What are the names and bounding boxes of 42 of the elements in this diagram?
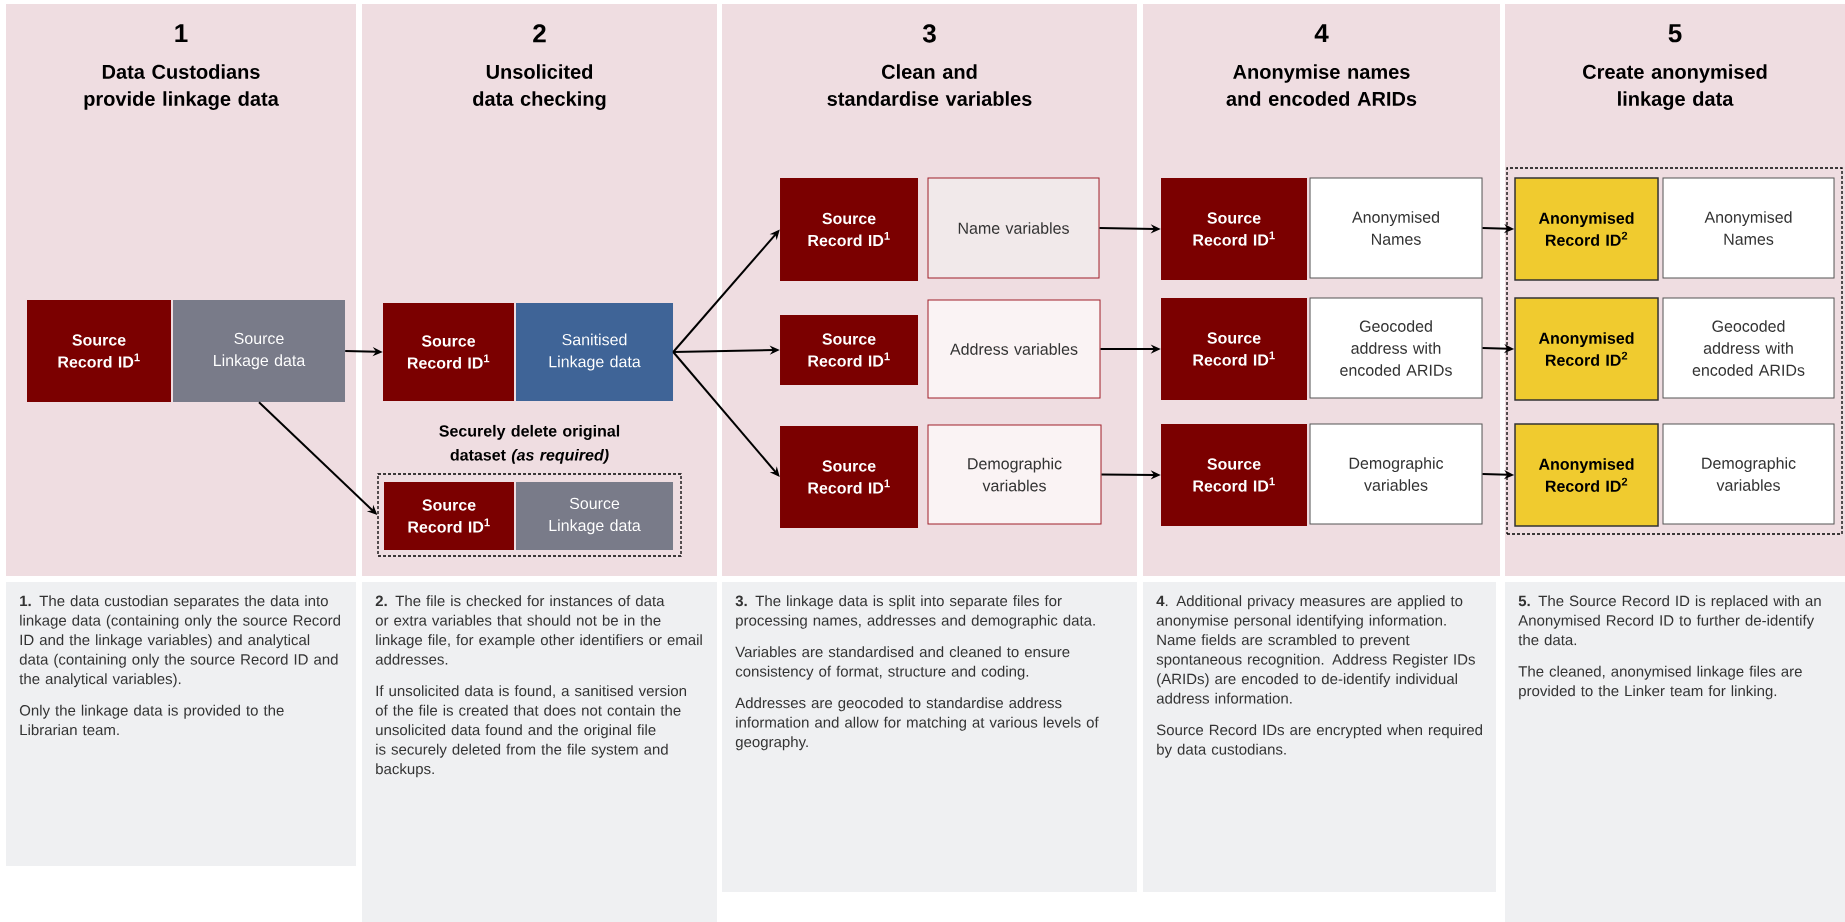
step-heading: Data Custodians provide linkage data xyxy=(84,64,279,110)
step-number: 2 xyxy=(533,24,546,43)
description-box: 4. Additional privacy measures are applied to anonymise personal identifying information. Name fields are scrambled to prevent spontaneous recognition. Address Register IDs (ARIDs) are encoded to de-identify individual address information. Source Record IDs are encrypted when required by data custodians. xyxy=(1143,582,1496,892)
description-box: 3. The linkage data is split into separate files for processing names, addresses and demographic data. Variables are standardised and cleaned to ensure consistency of format, structure and coding. Addresses are geocoded to standardise address information and allow for matching at various levels of geography. xyxy=(722,582,1137,892)
data-box: Source Linkage data xyxy=(516,482,673,550)
description-box: 5. The Source Record ID is replaced with an Anonymised Record ID to further de-identify the data. The cleaned, anonymised linkage files are provided to the Linker team for linking. xyxy=(1505,582,1845,922)
id-box: Source Record ID$^{1}$ xyxy=(384,482,514,550)
id-box: Source Record ID$^{1}$ xyxy=(1161,178,1307,280)
step-number: 4 xyxy=(1314,24,1329,43)
id-box: Anonymised Record ID$^{2}$ xyxy=(1514,297,1659,401)
data-box: Geocoded address with encoded ARIDs xyxy=(1662,297,1835,399)
group-heading: Securely delete original dataset (as required) xyxy=(439,424,620,464)
step-number: 5 xyxy=(1668,24,1682,43)
id-box: Source Record ID$^{1}$ xyxy=(1161,424,1307,526)
variables-box: Address variables xyxy=(927,299,1101,399)
data-box: Anonymised Names xyxy=(1309,177,1483,279)
data-box: Demographic variables xyxy=(1309,423,1483,525)
id-box: Anonymised Record ID$^{2}$ xyxy=(1514,177,1659,281)
arrow xyxy=(672,351,780,477)
step-heading: Anonymise names and encoded ARIDs xyxy=(1226,64,1417,106)
id-box: Source Record ID$^{1}$ xyxy=(780,178,918,281)
step-number: 3 xyxy=(922,24,936,43)
data-box: Anonymised Names xyxy=(1662,177,1835,279)
dashed-group-box xyxy=(1506,167,1843,535)
id-box: Source Record ID$^{1}$ xyxy=(1161,298,1307,400)
id-box: Source Record ID$^{1}$ xyxy=(780,315,918,385)
step-heading: Clean and standardise variables xyxy=(827,64,1032,106)
step-heading: Unsolicited data checking xyxy=(473,64,606,110)
id-box: Source Record ID$^{1}$ xyxy=(383,303,514,401)
data-box: Source Linkage data xyxy=(173,300,345,402)
id-box: Source Record ID$^{1}$ xyxy=(780,426,918,528)
id-box: Source Record ID$^{1}$ xyxy=(27,300,171,402)
variables-box: Demographic variables xyxy=(927,424,1102,525)
data-box: Sanitised Linkage data xyxy=(516,303,673,401)
id-box: Anonymised Record ID$^{2}$ xyxy=(1514,423,1659,527)
description-box: 2. The file is checked for instances of data or extra variables that should not be in the linkage file, for example other identifiers or email addresses. If unsolicited data is found, a sanitised version of the file is created that does not contain the unsolicited data found and the original file is securely deleted from the file system and backups. xyxy=(362,582,717,922)
step-heading: Create anonymised linkage data xyxy=(1583,64,1767,110)
variables-box: Name variables xyxy=(927,177,1100,279)
data-box: Demographic variables xyxy=(1662,423,1835,525)
step-number: 1 xyxy=(175,24,188,43)
description-box: 1. The data custodian separates the data into linkage data (containing only the source Record ID and the linkage variables) and analytical data (containing only the source Record ID and the analytical variables). Only the linkage data is provided to the Librarian team. xyxy=(6,582,356,866)
data-box: Geocoded address with encoded ARIDs xyxy=(1309,297,1483,399)
